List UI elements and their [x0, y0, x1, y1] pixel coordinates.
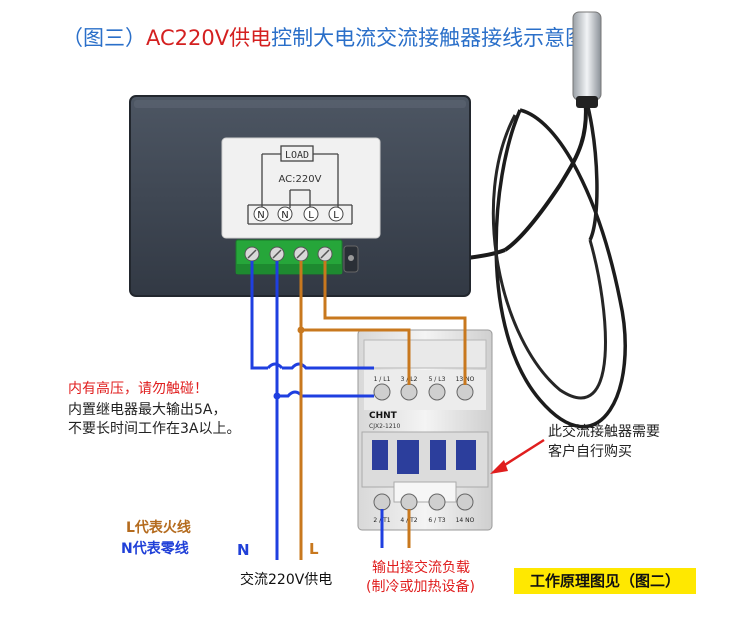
contactor-bottom-label-4: 14 NO [456, 517, 475, 524]
page-title: （图三）AC220V供电控制大电流交流接触器接线示意图 [62, 22, 586, 52]
contactor-model: CJX2-1210 [369, 423, 401, 430]
output-sublabel: (制冷或加热设备) [366, 579, 475, 595]
contactor-top-label-1: 1 / L1 [374, 376, 391, 383]
warning-max-output: 内置继电器最大输出5A， [68, 402, 227, 418]
contactor-note-line2: 客户自行购买 [548, 444, 632, 460]
contactor: 1 / L1 3 / L2 5 / L3 13 NO CHNT CJX2-121… [357, 329, 493, 531]
voltage-label: AC:220V [279, 174, 322, 185]
contactor-bottom-label-3: 6 / T3 [428, 517, 445, 524]
controller-box: LOAD AC:220V N N L L [129, 95, 471, 297]
supply-label: 交流220V供电 [240, 572, 333, 588]
wire-junctions [273, 326, 305, 400]
marker-neutral: N [237, 541, 250, 559]
title-main: 控制大电流交流接触器接线示意图 [271, 26, 587, 50]
legend-neutral: N代表零线 [121, 541, 189, 557]
probe-cable [379, 94, 627, 429]
contactor-top-terminals: 1 / L1 3 / L2 5 / L3 13 NO [364, 370, 486, 410]
terminal-labels: N N L L [253, 206, 344, 222]
contactor-top-label-3: 5 / L3 [429, 376, 446, 383]
temperature-probe [572, 11, 602, 108]
title-power: AC220V供电 [146, 26, 272, 50]
warning-duration: 不要长时间工作在3A以上。 [68, 421, 241, 437]
load-schematic [247, 145, 353, 225]
neutral-wires [250, 261, 384, 560]
note-arrow [490, 438, 545, 474]
output-label: 输出接交流负载 [372, 560, 470, 576]
terminal-label-l2: L [333, 210, 339, 221]
live-wires [299, 261, 467, 560]
title-prefix: （图三） [62, 26, 146, 50]
terminal-label-l1: L [308, 210, 314, 221]
principle-label: 工作原理图见（图二） [514, 568, 696, 594]
legend-live: L代表火线 [126, 520, 191, 536]
contactor-note-line1: 此交流接触器需要 [548, 424, 660, 440]
terminal-label-n1: N [257, 210, 264, 221]
terminal-block [235, 239, 359, 275]
terminal-label-n2: N [281, 210, 288, 221]
marker-live: L [309, 540, 319, 558]
warning-high-voltage: 内有高压，请勿触碰！ [68, 381, 208, 397]
load-label: LOAD [285, 150, 309, 161]
contactor-brand: CHNT [369, 411, 398, 421]
